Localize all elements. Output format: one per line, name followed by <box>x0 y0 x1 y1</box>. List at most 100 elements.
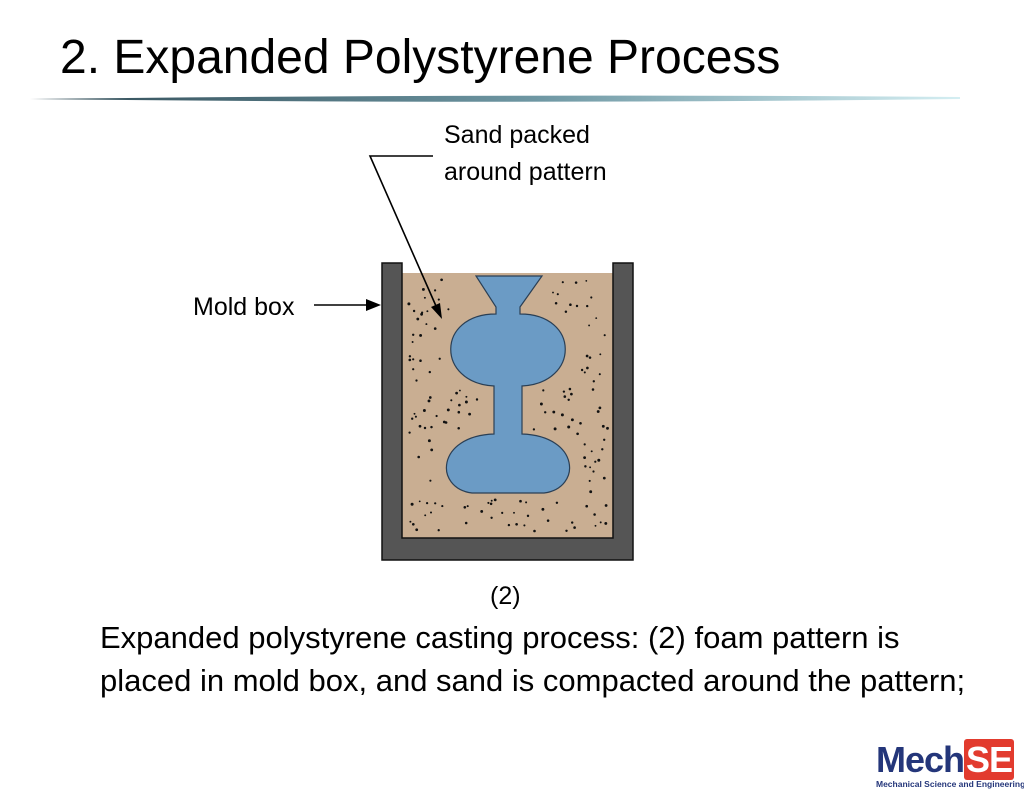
sand-grain <box>507 523 511 527</box>
sand-grain <box>513 511 515 514</box>
sand-grain <box>567 398 570 402</box>
logo-subtitle: Mechanical Science and Engineering <box>876 779 1024 789</box>
sand-grain <box>554 301 558 305</box>
sand-grain <box>532 428 536 431</box>
sand-leader-line <box>368 155 437 307</box>
sand-grain <box>411 341 414 343</box>
sand-grain <box>446 408 450 412</box>
sand-grain <box>457 426 460 430</box>
sand-grain <box>603 334 606 337</box>
sand-grain <box>555 501 559 505</box>
sand-grain <box>586 304 589 308</box>
sand-grain <box>533 529 536 533</box>
mold-diagram: Sand packed around pattern Mold box (2) <box>193 121 634 610</box>
sand-grain <box>546 519 550 522</box>
sand-grain <box>423 426 427 430</box>
sand-grain <box>493 498 497 502</box>
sand-grain <box>412 368 415 371</box>
sand-grain <box>463 506 467 509</box>
sand-grain <box>525 501 528 504</box>
sand-grain <box>433 289 437 292</box>
sand-grain <box>579 421 582 425</box>
sand-grain <box>425 323 428 326</box>
sand-grain <box>599 353 602 356</box>
sand-grain <box>435 414 438 418</box>
sand-grain <box>458 389 461 392</box>
sand-grain <box>562 390 566 393</box>
sand-grain <box>419 359 422 362</box>
sand-grain <box>421 311 424 314</box>
sand-grain <box>552 291 554 294</box>
sand-grain <box>576 432 579 436</box>
sand-grain <box>440 278 443 282</box>
sand-grain <box>575 304 579 308</box>
sand-grain <box>580 368 584 372</box>
logo-wordmark: MechSE <box>876 739 1015 780</box>
sand-grain <box>586 366 589 370</box>
sand-grain <box>458 403 461 407</box>
sand-grain <box>552 410 556 414</box>
sand-grain <box>466 505 469 508</box>
sand-grain <box>425 501 429 505</box>
caption-text: Expanded polystyrene casting process: (2… <box>100 620 966 698</box>
sand-grain <box>590 450 593 453</box>
sand-grain <box>595 317 598 319</box>
sand-grain <box>588 479 591 482</box>
sand-grain <box>423 296 426 299</box>
sand-grain <box>408 358 412 362</box>
sand-grain <box>570 392 573 396</box>
sand-grain <box>490 516 493 519</box>
sand-grain <box>591 388 595 391</box>
sand-grain <box>515 522 518 526</box>
sand-grain <box>487 501 490 504</box>
sand-grain <box>590 296 593 299</box>
sand-grain <box>553 427 557 431</box>
sand-grain <box>598 406 602 410</box>
sand-grain <box>519 499 522 503</box>
sand-grain <box>589 490 593 494</box>
sand-grain <box>417 455 421 459</box>
sand-grain <box>413 412 416 415</box>
sand-grain <box>561 281 564 284</box>
sand-grain <box>598 373 601 376</box>
mechse-logo: MechSE Mechanical Science and Engineerin… <box>876 739 1024 791</box>
sand-grain <box>416 317 420 321</box>
sand-grain <box>427 399 431 403</box>
sand-grain <box>455 391 458 395</box>
sand-grain <box>410 502 414 506</box>
sand-grain <box>602 476 606 480</box>
sand-grain <box>411 417 414 420</box>
sand-grain <box>574 281 578 284</box>
sand-grain <box>428 370 431 374</box>
sand-grain <box>565 529 568 532</box>
mold-box-arrowhead <box>366 299 381 311</box>
title-underline <box>30 95 960 102</box>
sand-grain <box>465 395 468 398</box>
sand-grain <box>480 509 484 513</box>
sand-grain <box>570 418 574 422</box>
step-label: (2) <box>490 582 521 610</box>
sand-grain <box>556 293 559 296</box>
sand-grain <box>437 298 440 301</box>
sand-grain <box>603 438 606 441</box>
sand-grain <box>411 522 415 526</box>
sand-grain <box>560 413 564 417</box>
slide-title: 2. Expanded Polystyrene Process <box>60 31 781 84</box>
sand-grain <box>567 425 571 429</box>
sand-grain <box>542 389 545 392</box>
sand-grain <box>464 400 468 404</box>
sand-grain <box>415 528 419 532</box>
sand-grain <box>412 309 416 313</box>
sand-grain <box>573 526 576 529</box>
sand-grain <box>409 520 412 523</box>
sand-grain <box>588 324 591 327</box>
sand-grain <box>414 415 417 418</box>
sand-grain <box>588 356 592 359</box>
sand-grain <box>428 396 432 399</box>
sand-grain <box>426 310 429 313</box>
sand-texture <box>407 278 609 533</box>
sand-grain <box>464 521 468 525</box>
mold-box <box>381 262 634 561</box>
sand-grain <box>606 426 609 430</box>
sand-grain <box>583 456 586 459</box>
